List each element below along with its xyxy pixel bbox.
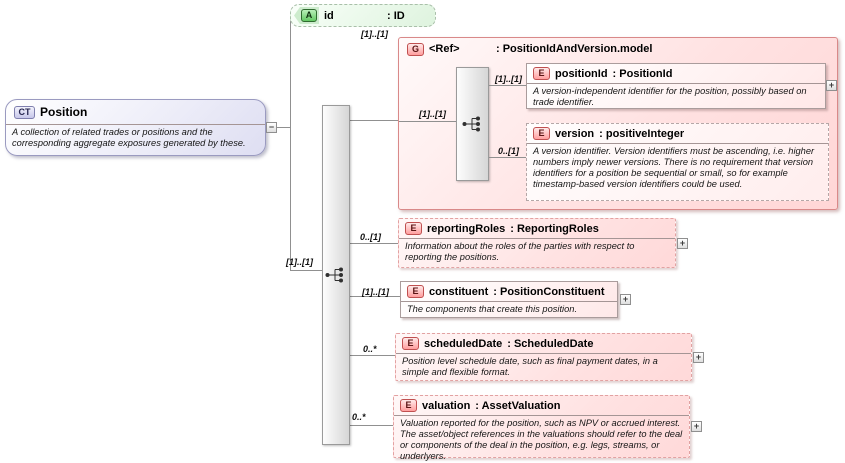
attribute-name: id	[324, 9, 334, 22]
group-type: : PositionIdAndVersion.model	[496, 43, 653, 55]
element-badge: E	[533, 67, 550, 80]
attribute-tag-icon: A	[294, 7, 319, 24]
connector-line	[489, 85, 526, 86]
element-badge: E	[407, 285, 424, 298]
cardinality-label: [1]..[1]	[286, 257, 313, 267]
element-header: E positionId : PositionId	[527, 64, 825, 83]
element-badge: E	[402, 337, 419, 350]
connector-line	[489, 157, 526, 158]
connector-line	[290, 270, 322, 271]
complex-type-badge: CT	[14, 105, 35, 119]
attribute-type: : ID	[387, 9, 405, 22]
connector-line	[350, 296, 400, 297]
cardinality-label: [1]..[1]	[361, 29, 388, 39]
element-type: : PositionId	[612, 67, 673, 80]
element-header: E constituent : PositionConstituent	[401, 282, 617, 301]
element-type: : ScheduledDate	[507, 337, 594, 350]
element-name: scheduledDate	[424, 337, 503, 350]
element-description: Valuation reported for the position, suc…	[400, 418, 683, 461]
group-box-ref[interactable]: G <Ref> : PositionIdAndVersion.model [1]…	[398, 37, 838, 210]
element-description: Information about the roles of the parti…	[405, 241, 635, 262]
cardinality-label: [1]..[1]	[419, 109, 446, 119]
connector-line	[350, 355, 395, 356]
element-name: reportingRoles	[427, 222, 506, 235]
sequence-icon	[325, 267, 343, 283]
sequence-compositor[interactable]	[322, 105, 350, 445]
divider	[6, 124, 265, 125]
attribute-box-id[interactable]: A id : ID	[290, 4, 436, 27]
cardinality-label: [1]..[1]	[495, 74, 522, 84]
complex-type-name: Position	[40, 105, 88, 119]
divider	[527, 83, 825, 84]
collapse-button[interactable]: −	[266, 122, 277, 133]
connector-line	[350, 425, 393, 426]
element-header: E reportingRoles : ReportingRoles	[399, 219, 675, 238]
element-box-constituent[interactable]: E constituent : PositionConstituent The …	[400, 281, 618, 318]
cardinality-label: 0..[1]	[360, 232, 382, 242]
element-type: : ReportingRoles	[510, 222, 599, 235]
cardinality-label: 0..*	[352, 412, 366, 422]
divider	[401, 301, 617, 302]
complex-type-header: CT Position	[6, 100, 265, 124]
connector-line	[277, 127, 290, 128]
element-header: E valuation : AssetValuation	[394, 396, 689, 415]
element-description: Position level schedule date, such as fi…	[402, 356, 658, 377]
element-description: A version identifier. Version identifier…	[533, 146, 815, 189]
connector-line	[290, 15, 291, 270]
attribute-badge: A	[301, 9, 317, 22]
element-description: A version-independent identifier for the…	[533, 86, 807, 107]
element-box-reportingRoles[interactable]: E reportingRoles : ReportingRoles Inform…	[398, 218, 676, 268]
group-header: G <Ref> : PositionIdAndVersion.model	[399, 38, 837, 60]
element-badge: E	[400, 399, 417, 412]
element-type: : PositionConstituent	[493, 285, 605, 298]
group-name: <Ref>	[429, 43, 460, 55]
element-header: E scheduledDate : ScheduledDate	[396, 334, 691, 353]
element-box-version[interactable]: E version : positiveInteger A version id…	[526, 123, 829, 201]
connector-line	[399, 121, 456, 122]
sequence-icon	[462, 116, 480, 132]
expand-button[interactable]: +	[693, 352, 704, 363]
element-name: positionId	[555, 67, 608, 80]
element-name: valuation	[422, 399, 471, 412]
divider	[399, 238, 675, 239]
element-type: : positiveInteger	[599, 127, 685, 140]
complex-type-box-position[interactable]: CT Position A collection of related trad…	[5, 99, 266, 156]
expand-button[interactable]: +	[677, 238, 688, 249]
element-box-valuation[interactable]: E valuation : AssetValuation Valuation r…	[393, 395, 690, 461]
expand-button[interactable]: +	[620, 294, 631, 305]
cardinality-label: 0..[1]	[498, 146, 520, 156]
group-badge: G	[407, 42, 424, 56]
group-sequence-compositor[interactable]	[456, 67, 489, 181]
element-box-scheduledDate[interactable]: E scheduledDate : ScheduledDate Position…	[395, 333, 692, 381]
element-box-positionId[interactable]: E positionId : PositionId A version-inde…	[526, 63, 826, 109]
expand-button[interactable]: +	[691, 421, 702, 432]
divider	[527, 143, 828, 144]
connector-line	[350, 243, 398, 244]
cardinality-label: [1]..[1]	[362, 287, 389, 297]
divider	[396, 353, 691, 354]
complex-type-description: A collection of related trades or positi…	[12, 127, 246, 148]
expand-button[interactable]: +	[826, 80, 837, 91]
connector-line	[350, 120, 398, 121]
element-header: E version : positiveInteger	[527, 124, 828, 143]
element-name: constituent	[429, 285, 489, 298]
element-type: : AssetValuation	[475, 399, 561, 412]
element-description: The components that create this position…	[407, 304, 578, 314]
divider	[394, 415, 689, 416]
element-badge: E	[405, 222, 422, 235]
cardinality-label: 0..*	[363, 344, 377, 354]
element-badge: E	[533, 127, 550, 140]
element-name: version	[555, 127, 595, 140]
